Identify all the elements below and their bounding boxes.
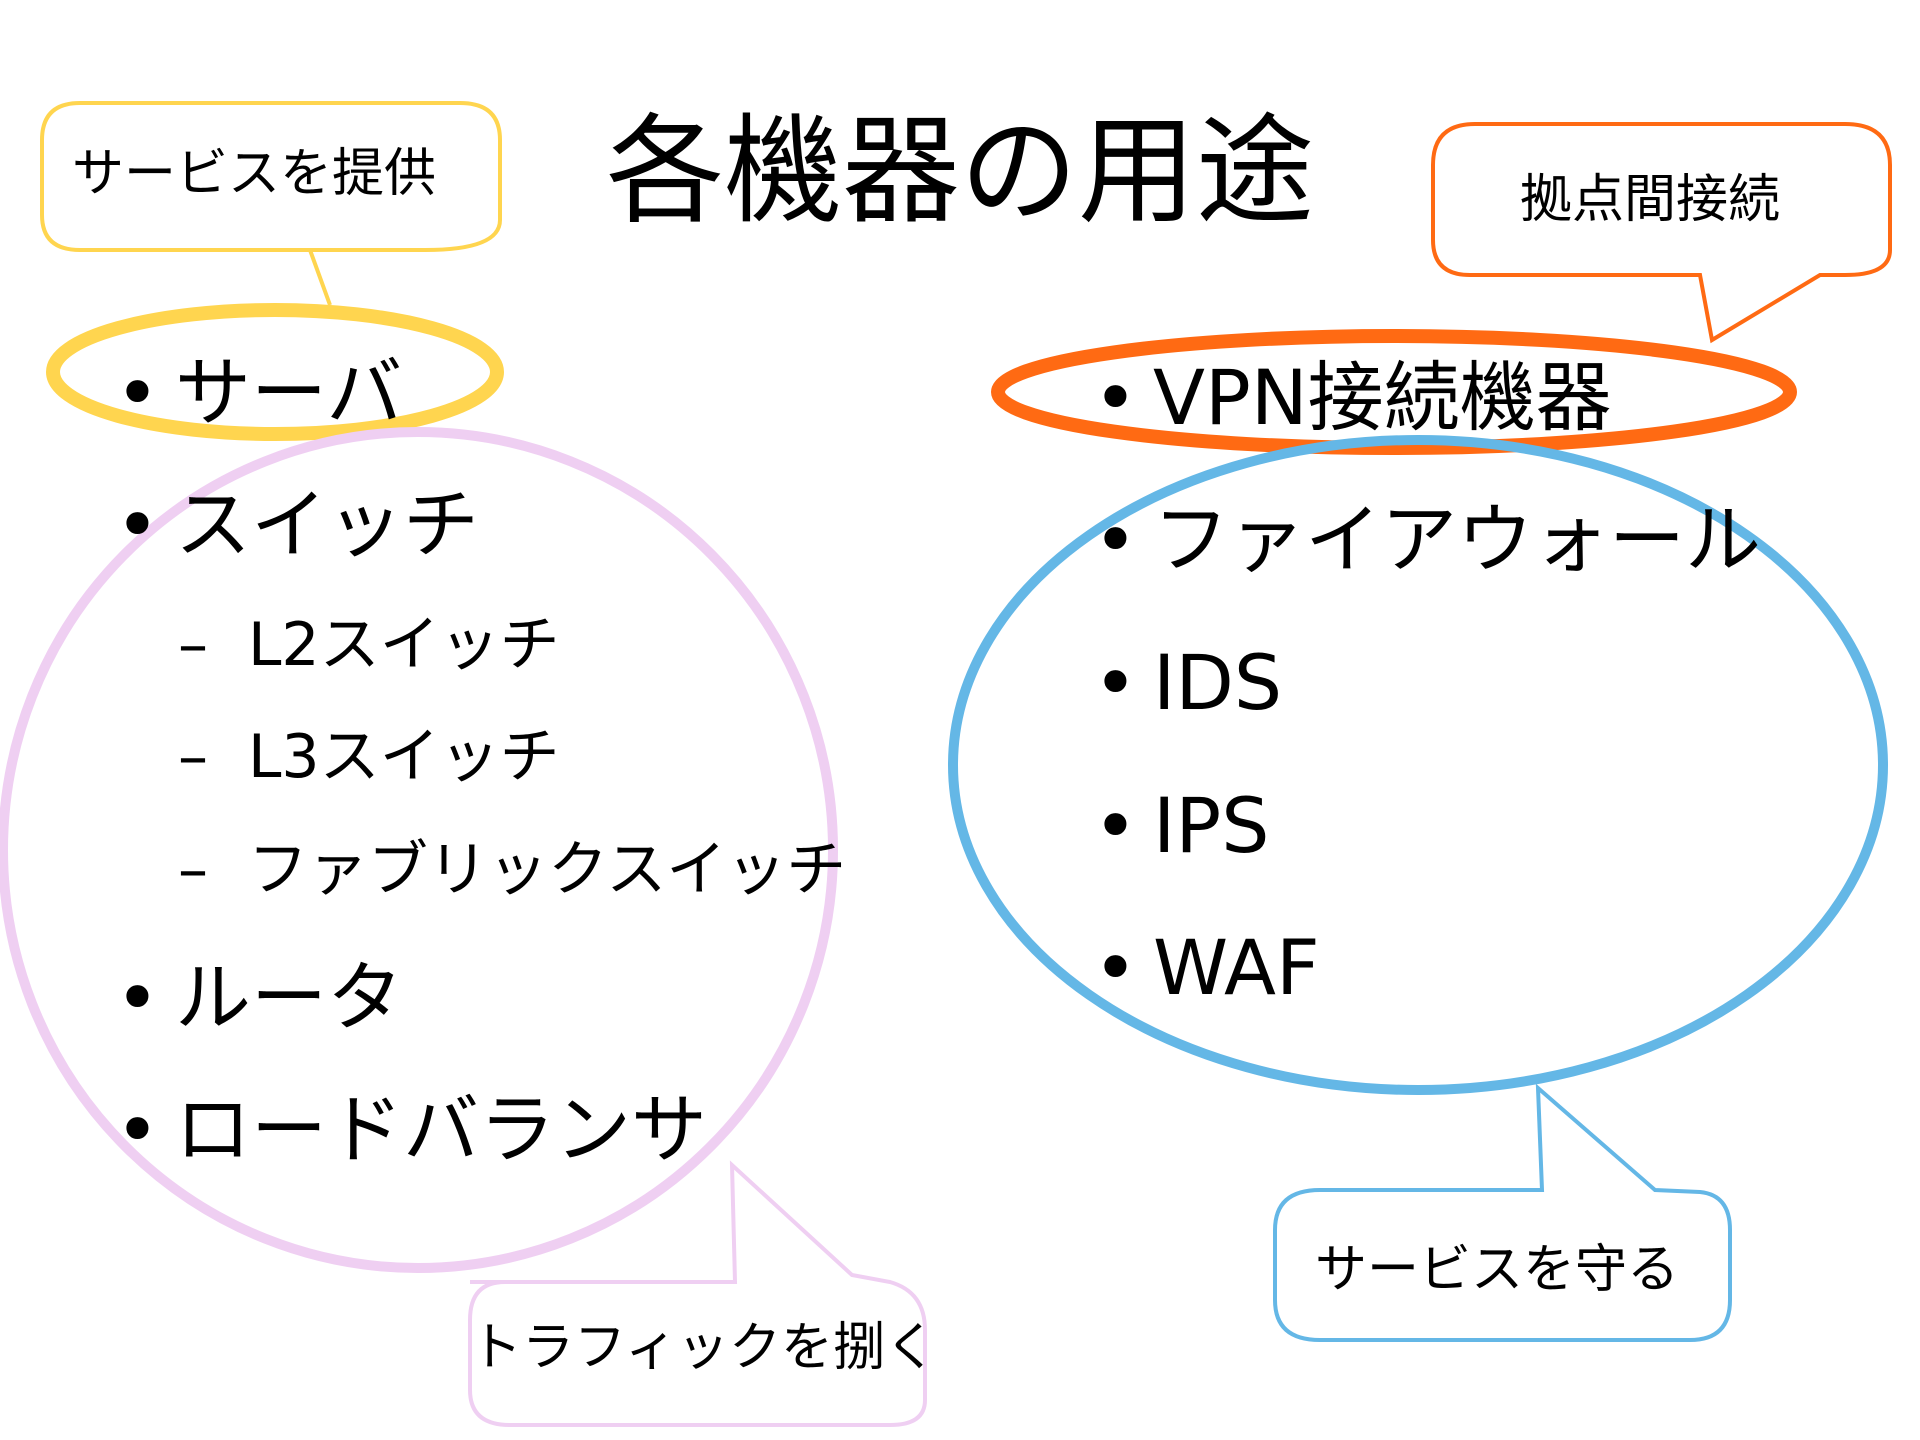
callout-route-traffic: トラフィックを捌く (470, 1318, 937, 1378)
callout-site-connection-shape (1431, 122, 1892, 344)
page-title: 各機器の用途 (605, 102, 1314, 240)
sub-item-fabric-switch: –ファブリックスイッチ (178, 840, 846, 900)
ellipse-vpn (991, 329, 1797, 455)
dash-icon: – (178, 610, 208, 680)
list-item-firewall: •ファイアウォール (1093, 502, 1761, 578)
sub-item-l3-switch: –L3スイッチ (178, 727, 560, 787)
list-item-label: ルータ (175, 953, 403, 1042)
list-item-ips: •IPS (1093, 788, 1270, 864)
callout-protect-service-shape (1273, 1083, 1732, 1342)
callout-site-connection: 拠点間接続 (1520, 170, 1781, 230)
list-item-waf: •WAF (1093, 930, 1320, 1006)
bullet-icon: • (1093, 638, 1138, 727)
bullet-icon: • (1093, 495, 1138, 584)
ellipse-security-devices (948, 435, 1888, 1095)
dash-icon: – (178, 722, 208, 792)
bullet-icon: • (1093, 781, 1138, 870)
bullet-icon: • (1093, 923, 1138, 1012)
list-item-server: •サーバ (115, 355, 402, 431)
ellipse-network-devices (0, 427, 838, 1273)
ellipse-server (46, 303, 504, 441)
callout-route-traffic-shape (468, 1160, 927, 1427)
list-item-vpn: •VPN接続機器 (1093, 360, 1612, 436)
bullet-icon: • (115, 1085, 160, 1174)
list-item-switch: •スイッチ (115, 487, 479, 563)
list-item-label: ファイアウォール (1153, 495, 1761, 584)
bullet-icon: • (115, 953, 160, 1042)
list-item-label: サーバ (175, 348, 403, 437)
bullet-icon: • (115, 480, 160, 569)
callout-provide-service: サービスを提供 (72, 144, 437, 204)
bullet-icon: • (1093, 353, 1138, 442)
list-item-label: IDS (1153, 638, 1283, 727)
callout-provide-service-shape (40, 101, 502, 306)
list-item-label: VPN接続機器 (1153, 353, 1612, 442)
list-item-router: •ルータ (115, 960, 403, 1036)
list-item-load-balancer: •ロードバランサ (115, 1092, 707, 1168)
sub-item-label: L3スイッチ (248, 722, 560, 792)
sub-item-l2-switch: –L2スイッチ (178, 615, 560, 675)
dash-icon: – (178, 835, 208, 905)
list-item-label: IPS (1153, 781, 1270, 870)
callout-protect-service: サービスを守る (1315, 1240, 1680, 1300)
list-item-label: スイッチ (175, 480, 479, 569)
list-item-label: WAF (1153, 923, 1320, 1012)
sub-item-label: L2スイッチ (248, 610, 560, 680)
sub-item-label: ファブリックスイッチ (248, 835, 847, 905)
bullet-icon: • (115, 348, 160, 437)
list-item-ids: •IDS (1093, 645, 1282, 721)
list-item-label: ロードバランサ (175, 1085, 707, 1174)
